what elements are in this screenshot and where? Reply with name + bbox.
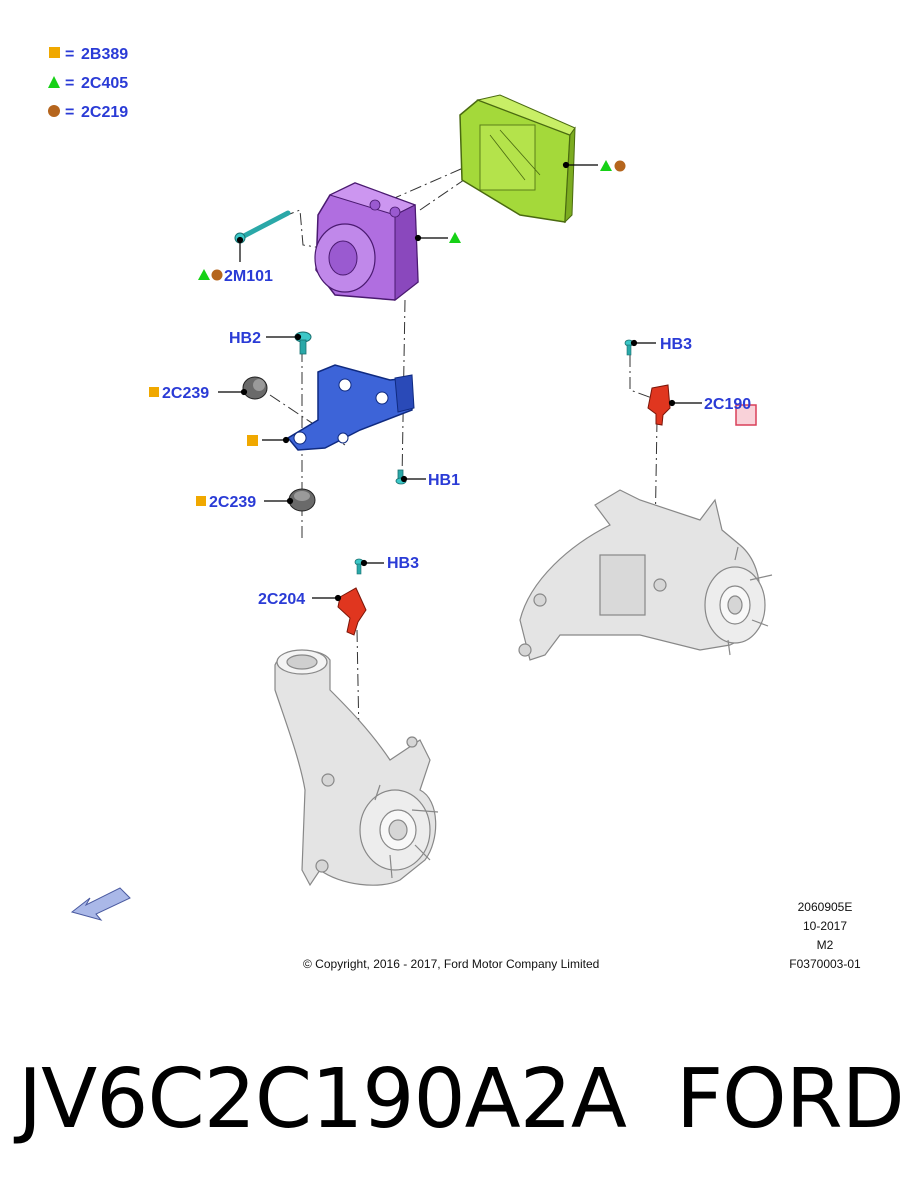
mounting-bolt-2m101[interactable] (234, 210, 291, 244)
diagram-reference: F0370003-01 (789, 957, 861, 971)
callout-2m101[interactable]: 2M101 (224, 268, 273, 285)
diagram-metadata: 2060905E 10-2017 M2 F0370003-01 (770, 898, 880, 974)
abs-hydraulic-unit[interactable] (314, 182, 419, 302)
legend-label-2c405: 2C405 (81, 75, 128, 92)
callout-hb1[interactable]: HB1 (428, 472, 460, 489)
highlight-marker (735, 404, 757, 426)
abs-control-module[interactable] (459, 94, 576, 224)
callout-hb3-left[interactable]: HB3 (387, 555, 419, 572)
front-knuckle-right (518, 489, 773, 661)
bolt-hb3-right[interactable] (624, 339, 634, 356)
legend-circle-icon (48, 105, 60, 117)
diagram-revision: M2 (816, 938, 834, 952)
wheel-speed-sensor-2c190[interactable] (647, 384, 671, 426)
diagram-date: 10-2017 (802, 919, 848, 933)
brand-name: FORD (676, 1052, 905, 1147)
callout-hb2[interactable]: HB2 (229, 330, 261, 347)
part-caption: JV6C2C190A2A FORD (0, 1050, 912, 1160)
legend-equals: = (65, 46, 74, 63)
front-knuckle-left (274, 649, 439, 887)
callout-2c190[interactable]: 2C190 (704, 396, 751, 413)
leader-lines (218, 161, 702, 602)
legend-label-2b389: 2B389 (81, 46, 128, 63)
callout-circle-icon (211, 269, 223, 281)
legend: = 2B389 = 2C405 = 2C219 (48, 46, 128, 121)
abs-mounting-bracket[interactable] (286, 364, 415, 451)
legend-equals: = (65, 75, 74, 92)
callout-square-icon (149, 387, 159, 397)
legend-triangle-icon (48, 76, 60, 88)
callout-triangle-icon (600, 160, 612, 171)
grommet-2c239-top[interactable] (242, 376, 268, 400)
callout-square-icon (247, 435, 258, 446)
diagram-code: 2060905E (797, 900, 853, 914)
callout-2c204[interactable]: 2C204 (258, 591, 305, 608)
wheel-speed-sensor-2c204[interactable] (337, 587, 367, 636)
copyright-notice: © Copyright, 2016 - 2017, Ford Motor Com… (303, 957, 600, 971)
callout-2c239-top[interactable]: 2C239 (162, 385, 209, 402)
grommet-2c239-bottom[interactable] (288, 488, 316, 512)
part-number: JV6C2C190A2A (18, 1052, 627, 1147)
callout-triangle-icon (198, 269, 210, 280)
legend-square-icon (49, 47, 60, 58)
callout-square-icon (196, 496, 206, 506)
exploded-parts-diagram: = 2B389 = 2C405 = 2C219 (48, 46, 773, 921)
legend-label-2c219: 2C219 (81, 104, 128, 121)
legend-equals: = (65, 104, 74, 121)
callout-circle-icon (614, 160, 626, 172)
callout-hb3-right[interactable]: HB3 (660, 336, 692, 353)
orientation-arrow-icon (70, 887, 131, 921)
callout-2c239-bottom[interactable]: 2C239 (209, 494, 256, 511)
callout-triangle-icon (449, 232, 461, 243)
